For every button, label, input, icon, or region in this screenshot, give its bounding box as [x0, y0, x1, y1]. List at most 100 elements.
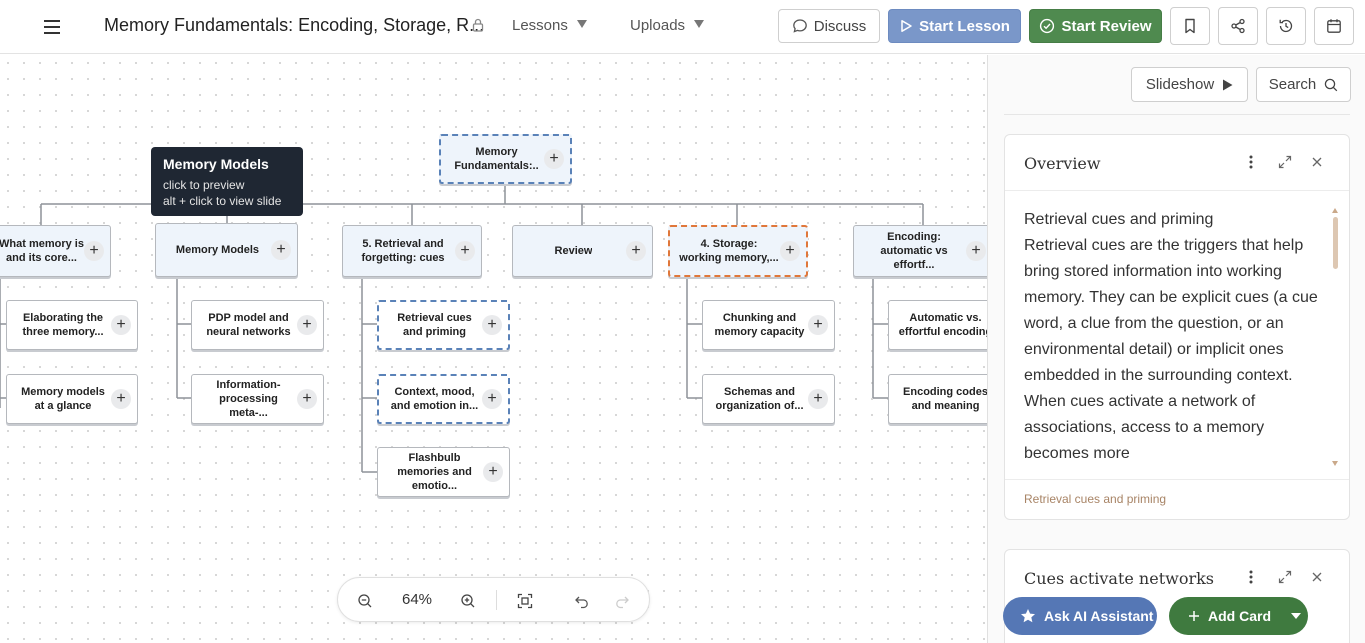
- node-label: Information-processing meta-...: [216, 379, 281, 419]
- toolbar-divider: [496, 590, 497, 610]
- expand-plus-icon[interactable]: +: [626, 241, 646, 261]
- ask-ai-label: Ask AI Assistant: [1044, 608, 1154, 624]
- node-label: Automatic vs. effortful encoding: [898, 312, 987, 338]
- map-node-child[interactable]: Chunking and memory capacity +: [702, 300, 835, 350]
- expand-plus-icon[interactable]: +: [483, 462, 503, 482]
- chevron-down-icon: [576, 20, 587, 28]
- node-label: Elaborating the three memory...: [22, 312, 104, 338]
- zoom-out-button[interactable]: [354, 590, 376, 612]
- ask-ai-assistant-button[interactable]: Ask AI Assistant: [1003, 597, 1157, 635]
- history-icon: [1279, 19, 1293, 33]
- scrollbar-thumb[interactable]: [1333, 217, 1338, 269]
- lessons-label: Lessons: [512, 17, 568, 34]
- search-button[interactable]: Search: [1256, 67, 1351, 102]
- chat-icon: [792, 19, 807, 33]
- scroll-down-arrow[interactable]: [1332, 461, 1338, 466]
- close-icon: [1312, 572, 1322, 582]
- tooltip-title: Memory Models: [163, 156, 269, 172]
- expand-plus-icon[interactable]: +: [111, 389, 131, 409]
- map-node-retrieval-forgetting[interactable]: 5. Retrieval and forgetting: cues +: [342, 225, 482, 277]
- more-options-button[interactable]: [1242, 568, 1260, 586]
- map-node-child[interactable]: Flashbulb memories and emotio... +: [377, 447, 510, 497]
- expand-plus-icon[interactable]: +: [966, 241, 986, 261]
- expand-plus-icon[interactable]: +: [808, 315, 828, 335]
- undo-button[interactable]: [571, 590, 593, 612]
- uploads-dropdown[interactable]: Uploads: [630, 17, 705, 34]
- map-node-child[interactable]: Schemas and organization of... +: [702, 374, 835, 424]
- close-button[interactable]: [1308, 568, 1326, 586]
- card-header: Overview: [1005, 135, 1349, 191]
- redo-button[interactable]: [611, 590, 633, 612]
- start-lesson-button[interactable]: Start Lesson: [888, 9, 1021, 43]
- expand-plus-icon[interactable]: +: [271, 240, 291, 260]
- play-icon: [1223, 79, 1233, 90]
- add-card-button[interactable]: Add Card: [1169, 597, 1308, 635]
- calendar-button[interactable]: [1314, 7, 1354, 45]
- card-title: Overview: [1024, 154, 1101, 173]
- map-node-child[interactable]: Encoding codes and meaning: [888, 374, 987, 424]
- tooltip-hint-slide: alt + click to view slide: [163, 194, 282, 208]
- slideshow-button[interactable]: Slideshow: [1131, 67, 1248, 102]
- map-node-child[interactable]: Context, mood, and emotion in... +: [377, 374, 510, 424]
- expand-plus-icon[interactable]: +: [84, 241, 104, 261]
- map-node-storage[interactable]: 4. Storage: working memory,... +: [668, 225, 808, 277]
- node-tooltip: Memory Models click to preview alt + cli…: [151, 147, 303, 216]
- node-label: Schemas and organization of...: [715, 386, 804, 412]
- card-body[interactable]: Retrieval cues and priming Retrieval cue…: [1005, 191, 1349, 479]
- node-label: Encoding: automatic vs effortf...: [880, 231, 948, 271]
- expand-button[interactable]: [1276, 153, 1294, 171]
- map-node-root[interactable]: Memory Fundamentals:.. +: [439, 134, 572, 184]
- map-node-child[interactable]: Retrieval cues and priming +: [377, 300, 510, 350]
- node-label: Retrieval cues and priming: [397, 312, 472, 338]
- side-panel: Slideshow Search Overview Retrieval cues…: [987, 55, 1365, 643]
- search-icon: [1325, 78, 1338, 91]
- node-label: Memory Models: [175, 244, 260, 256]
- share-button[interactable]: [1218, 7, 1258, 45]
- bookmark-button[interactable]: [1170, 7, 1210, 45]
- node-label: PDP model and neural networks: [206, 312, 291, 338]
- close-button[interactable]: [1308, 153, 1326, 171]
- map-node-child[interactable]: PDP model and neural networks +: [191, 300, 324, 350]
- caret-down-icon[interactable]: [1291, 613, 1301, 619]
- map-node-child[interactable]: Elaborating the three memory... +: [6, 300, 138, 350]
- start-review-label: Start Review: [1061, 17, 1152, 35]
- more-options-button[interactable]: [1242, 153, 1260, 171]
- map-node-what-memory-is[interactable]: What memory is and its core... +: [0, 225, 111, 277]
- discuss-label: Discuss: [813, 17, 867, 35]
- chevron-down-icon: [694, 20, 705, 28]
- undo-icon: [575, 596, 588, 609]
- expand-plus-icon[interactable]: +: [482, 315, 502, 335]
- fit-screen-icon: [517, 593, 533, 609]
- lessons-dropdown[interactable]: Lessons: [512, 17, 587, 34]
- fit-to-screen-button[interactable]: [514, 590, 536, 612]
- expand-plus-icon[interactable]: +: [780, 241, 800, 261]
- start-review-button[interactable]: Start Review: [1029, 9, 1162, 43]
- history-button[interactable]: [1266, 7, 1306, 45]
- menu-icon[interactable]: [40, 16, 64, 38]
- share-icon: [1231, 18, 1245, 34]
- map-node-memory-models[interactable]: Memory Models +: [155, 223, 298, 277]
- zoom-in-button[interactable]: [457, 590, 479, 612]
- expand-plus-icon[interactable]: +: [482, 389, 502, 409]
- discuss-button[interactable]: Discuss: [778, 9, 880, 43]
- expand-plus-icon[interactable]: +: [455, 241, 475, 261]
- mind-map-canvas[interactable]: Memory Fundamentals:.. + What memory is …: [0, 55, 987, 643]
- map-node-child[interactable]: Memory models at a glance +: [6, 374, 138, 424]
- star-icon: [1021, 609, 1035, 623]
- node-label: Flashbulb memories and emotio...: [397, 452, 472, 492]
- tooltip-hint-preview: click to preview: [163, 178, 245, 192]
- panel-divider: [1004, 114, 1350, 115]
- expand-plus-icon[interactable]: +: [297, 315, 317, 335]
- node-label: Encoding codes and meaning: [903, 386, 987, 412]
- scroll-up-arrow[interactable]: [1332, 208, 1338, 213]
- expand-plus-icon[interactable]: +: [544, 149, 564, 169]
- map-node-review[interactable]: Review +: [512, 225, 653, 277]
- map-node-child[interactable]: Automatic vs. effortful encoding: [888, 300, 987, 350]
- expand-plus-icon[interactable]: +: [808, 389, 828, 409]
- node-label: 5. Retrieval and forgetting: cues: [361, 238, 445, 264]
- expand-button[interactable]: [1276, 568, 1294, 586]
- expand-plus-icon[interactable]: +: [297, 389, 317, 409]
- map-node-child[interactable]: Information-processing meta-... +: [191, 374, 324, 424]
- expand-plus-icon[interactable]: +: [111, 315, 131, 335]
- map-node-encoding[interactable]: Encoding: automatic vs effortf... +: [853, 225, 987, 277]
